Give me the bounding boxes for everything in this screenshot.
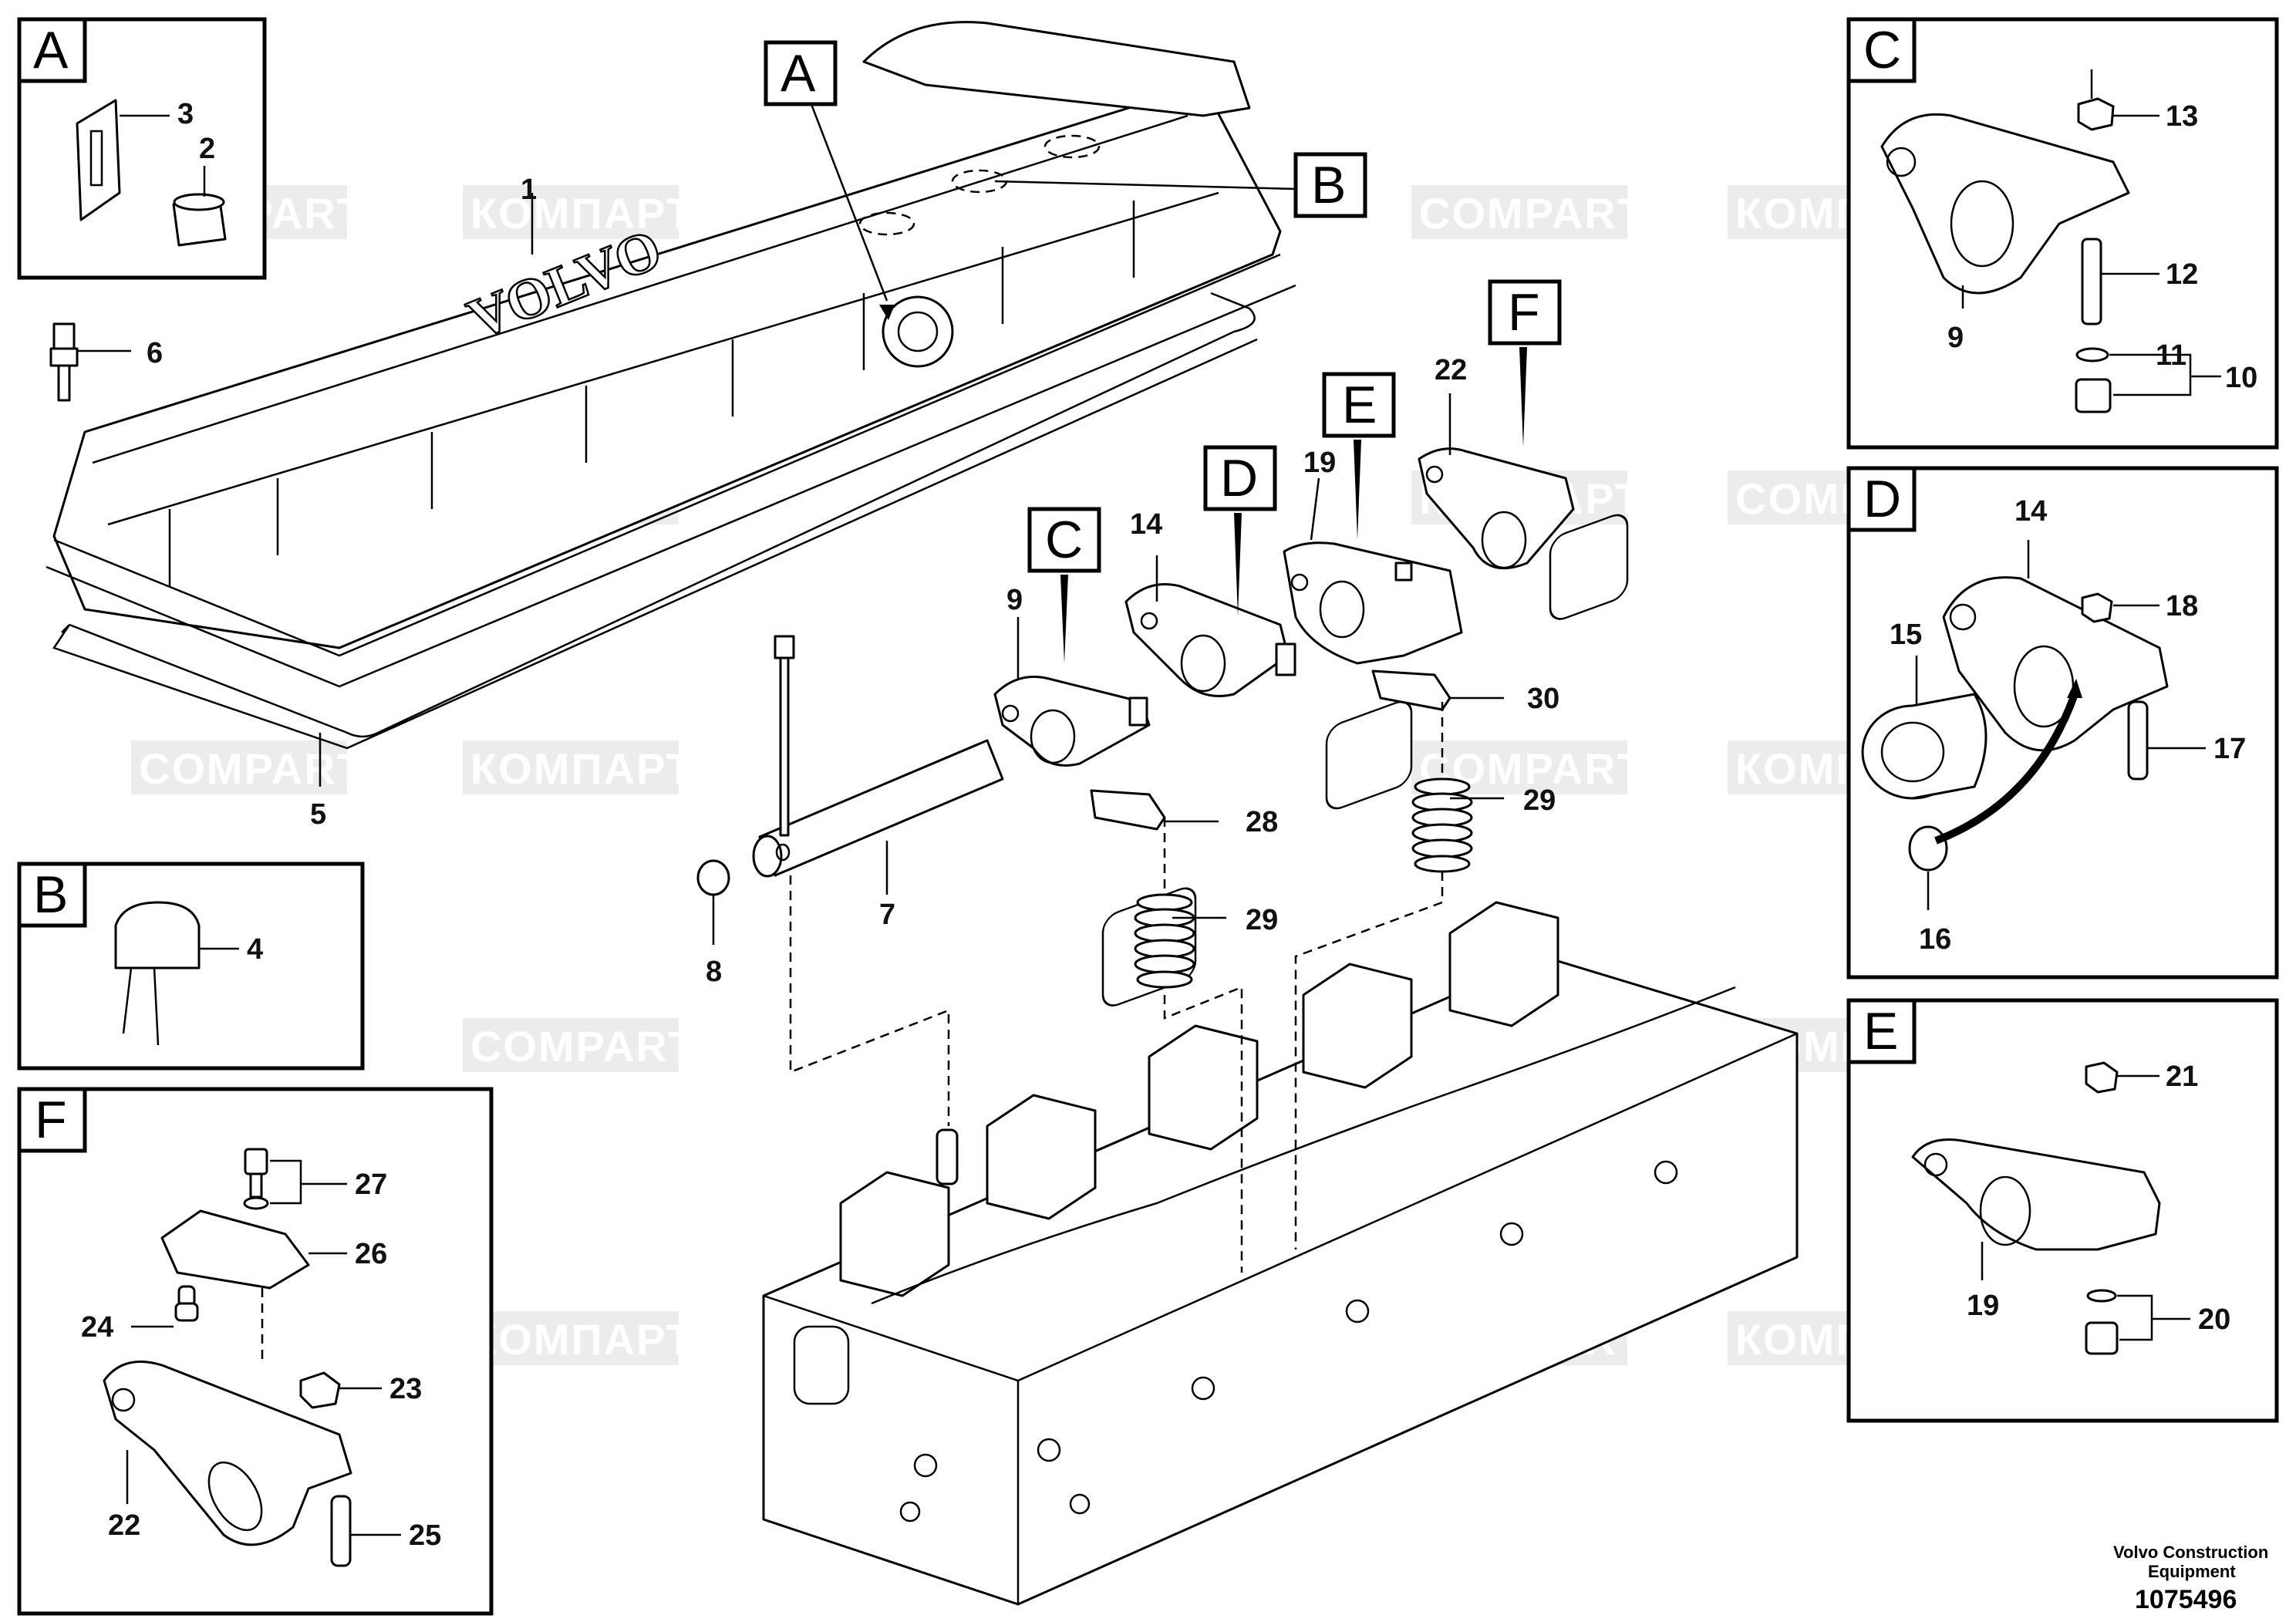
watermark-text: COMPART: [470, 1022, 696, 1071]
part-label-27: 27: [355, 1168, 387, 1201]
detail-panel-a: A 3 2: [17, 17, 267, 280]
valve-bridge-28: [1090, 789, 1166, 831]
footer-company-line1: Volvo Construction: [2113, 1543, 2268, 1562]
drawing-number: 1075496: [2135, 1585, 2237, 1614]
part-label-24: 24: [81, 1311, 113, 1344]
watermark-text: КОМПАРТ: [470, 189, 694, 238]
part-label-29: 29: [1523, 784, 1556, 817]
part-label-28: 28: [1246, 806, 1278, 838]
watermark-text: COMPART: [1419, 189, 1645, 238]
watermark-text: КОМПАРТ: [470, 744, 694, 793]
part-label-23: 23: [389, 1373, 422, 1405]
part-label-20: 20: [2198, 1303, 2230, 1336]
sensor-part: [49, 322, 79, 402]
part-label-8: 8: [706, 956, 722, 988]
panel-letter: B: [33, 865, 68, 924]
valve-cover-gasket: [69, 292, 1256, 738]
part-label-10: 10: [2225, 362, 2257, 394]
shaft-plug: [696, 859, 730, 896]
part-label-16: 16: [1919, 923, 1951, 956]
long-bolt: [774, 635, 795, 837]
dowel-pin: [936, 1128, 959, 1185]
callout-letter: E: [1342, 376, 1377, 434]
part-label-19: 19: [1967, 1290, 1999, 1322]
callout-letter: B: [1311, 156, 1346, 214]
part-label-9: 9: [1006, 584, 1023, 616]
part-label-9: 9: [1947, 322, 1964, 354]
panel-letter: F: [35, 1091, 67, 1149]
footer-company-line2: Equipment: [2148, 1562, 2236, 1581]
detail-panel-e: E 21 20 19: [1846, 998, 2279, 1423]
part-label-22: 22: [1435, 354, 1467, 386]
detail-panel-b: B 4: [17, 862, 365, 1071]
rocker-shaft: [752, 739, 1004, 878]
rocker-arm-19: [1283, 541, 1463, 665]
callout-box-d: D: [1203, 445, 1277, 511]
panel-letter: D: [1863, 470, 1901, 528]
callout-letter: D: [1220, 449, 1258, 508]
part-label-15: 15: [1890, 619, 1922, 651]
callout-letter: A: [781, 44, 816, 103]
part-label-21: 21: [2166, 1061, 2198, 1093]
part-label-14: 14: [1130, 508, 1162, 541]
callout-letter: C: [1045, 511, 1083, 569]
part-label-26: 26: [355, 1238, 387, 1270]
part-label-29: 29: [1246, 904, 1278, 936]
footer: Volvo Construction Equipment 1075496: [2113, 1543, 2268, 1614]
part-label-19: 19: [1303, 447, 1336, 479]
part-label-14: 14: [2014, 495, 2047, 528]
panel-letter: A: [33, 21, 69, 79]
panel-letter: E: [1863, 1002, 1898, 1061]
rocker-arm-9: [993, 676, 1151, 767]
part-label-7: 7: [879, 899, 895, 931]
part-label-17: 17: [2213, 733, 2246, 765]
part-label-13: 13: [2166, 100, 2198, 133]
callout-letter: F: [1508, 283, 1540, 342]
callout-box-c: C: [1027, 507, 1101, 573]
watermark-text: COMPART: [139, 744, 365, 793]
part-label-22: 22: [108, 1509, 140, 1542]
panel-letter: C: [1863, 21, 1901, 79]
callout-box-f: F: [1488, 279, 1562, 346]
valve-bridge-30: [1371, 669, 1451, 711]
part-label-12: 12: [2166, 258, 2198, 291]
part-label-2: 2: [199, 133, 215, 165]
callout-box-b: B: [1293, 152, 1367, 218]
rocker-arm-14: [1124, 583, 1296, 697]
part-label-30: 30: [1527, 683, 1559, 715]
callout-box-a: A: [764, 40, 838, 106]
part-label-3: 3: [177, 98, 194, 130]
part-label-25: 25: [409, 1519, 441, 1552]
watermark-text: КОМПАРТ: [470, 1315, 694, 1364]
valve-spring: [1411, 777, 1473, 873]
detail-panel-d: D 14 15 18 17 16: [1846, 466, 2279, 980]
part-label-18: 18: [2166, 590, 2198, 622]
part-label-1: 1: [521, 174, 537, 206]
callout-box-e: E: [1322, 372, 1396, 438]
detail-panel-f: F 27 26 24 23 22 25: [17, 1087, 494, 1616]
valve-spring: [1134, 893, 1195, 989]
part-label-5: 5: [310, 798, 326, 831]
detail-panel-c: C 13 12 11 10 9: [1846, 17, 2279, 450]
part-label-4: 4: [247, 933, 263, 966]
cylinder-head: [762, 514, 1799, 1606]
rocker-arm-22: [1418, 447, 1575, 570]
part-label-11: 11: [2156, 339, 2186, 372]
part-label-6: 6: [147, 337, 163, 369]
